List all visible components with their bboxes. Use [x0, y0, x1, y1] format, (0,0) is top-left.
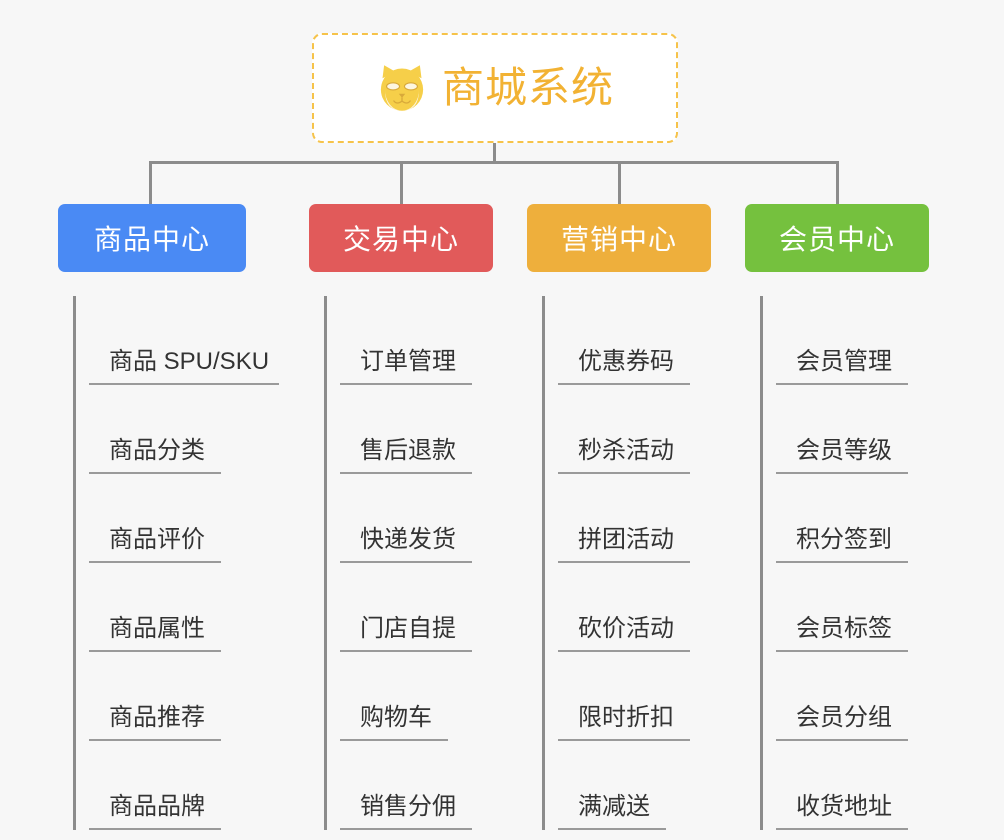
root-title: 商城系统 — [441, 64, 614, 111]
root-node[interactable]: 商城系统 — [312, 33, 678, 143]
leaf-list-market: 优惠券码 秒杀活动 拼团活动 砍价活动 限时折扣 满减送 — [542, 296, 711, 830]
branch-header-member[interactable]: 会员中心 — [745, 204, 929, 272]
leaf-item[interactable]: 会员分组 — [776, 652, 929, 741]
leaf-item[interactable]: 秒杀活动 — [558, 385, 711, 474]
leaf-label: 优惠券码 — [558, 348, 690, 385]
leaf-label: 积分签到 — [776, 526, 908, 563]
branch-header-trade[interactable]: 交易中心 — [309, 204, 493, 272]
leaf-list-products: 商品 SPU/SKU 商品分类 商品评价 商品属性 商品推荐 商品品牌 — [73, 296, 280, 830]
connector-drop-member — [836, 161, 839, 206]
leaf-item[interactable]: 会员标签 — [776, 563, 929, 652]
branch-header-label: 商品中心 — [93, 224, 210, 255]
leaf-list-trade: 订单管理 售后退款 快递发货 门店自提 购物车 销售分佣 — [324, 296, 493, 830]
leaf-item[interactable]: 限时折扣 — [558, 652, 711, 741]
leaf-item[interactable]: 快递发货 — [340, 474, 493, 563]
branch-header-label: 会员中心 — [778, 224, 895, 255]
leaf-label: 商品品牌 — [89, 793, 221, 830]
leaf-list-member: 会员管理 会员等级 积分签到 会员标签 会员分组 收货地址 — [760, 296, 929, 830]
leaf-label: 砍价活动 — [558, 615, 690, 652]
leaf-label: 秒杀活动 — [558, 437, 690, 474]
leaf-label: 快递发货 — [340, 526, 472, 563]
leaf-label: 商品分类 — [89, 437, 221, 474]
leaf-item[interactable]: 商品分类 — [89, 385, 246, 474]
leaf-item[interactable]: 商品 SPU/SKU — [89, 296, 280, 385]
branch-header-label: 交易中心 — [342, 224, 459, 255]
leaf-label: 售后退款 — [340, 437, 472, 474]
branch-column-member: 会员中心 会员管理 会员等级 积分签到 会员标签 会员分组 收货地址 — [745, 204, 929, 830]
leaf-item[interactable]: 售后退款 — [340, 385, 493, 474]
leaf-item[interactable]: 购物车 — [340, 652, 493, 741]
leaf-item[interactable]: 会员管理 — [776, 296, 929, 385]
branch-column-trade: 交易中心 订单管理 售后退款 快递发货 门店自提 购物车 销售分佣 — [309, 204, 493, 830]
leaf-item[interactable]: 订单管理 — [340, 296, 493, 385]
leaf-item[interactable]: 拼团活动 — [558, 474, 711, 563]
leaf-item[interactable]: 满减送 — [558, 741, 711, 830]
leaf-item[interactable]: 门店自提 — [340, 563, 493, 652]
leaf-item[interactable]: 商品品牌 — [89, 741, 246, 830]
connector-root-stem — [493, 143, 496, 163]
branch-header-label: 营销中心 — [560, 224, 677, 255]
leaf-label: 商品 SPU/SKU — [89, 348, 280, 385]
connector-drop-market — [618, 161, 621, 206]
branch-header-products[interactable]: 商品中心 — [58, 204, 246, 272]
leaf-label: 门店自提 — [340, 615, 472, 652]
leaf-label: 会员管理 — [776, 348, 908, 385]
leaf-label: 限时折扣 — [558, 704, 690, 741]
leaf-item[interactable]: 砍价活动 — [558, 563, 711, 652]
leaf-label: 满减送 — [558, 793, 666, 830]
leaf-label: 会员分组 — [776, 704, 908, 741]
leaf-label: 收货地址 — [776, 793, 908, 830]
leaf-label: 会员等级 — [776, 437, 908, 474]
branch-column-market: 营销中心 优惠券码 秒杀活动 拼团活动 砍价活动 限时折扣 满减送 — [527, 204, 711, 830]
leaf-item[interactable]: 销售分佣 — [340, 741, 493, 830]
connector-drop-trade — [400, 161, 403, 206]
branch-column-products: 商品中心 商品 SPU/SKU 商品分类 商品评价 商品属性 商品推荐 商品品牌 — [58, 204, 280, 830]
leaf-label: 销售分佣 — [340, 793, 472, 830]
connector-horizontal-bus — [149, 161, 839, 164]
branch-header-market[interactable]: 营销中心 — [527, 204, 711, 272]
leaf-item[interactable]: 优惠券码 — [558, 296, 711, 385]
leaf-label: 会员标签 — [776, 615, 908, 652]
leaf-item[interactable]: 商品评价 — [89, 474, 246, 563]
leaf-item[interactable]: 收货地址 — [776, 741, 929, 830]
leaf-item[interactable]: 商品属性 — [89, 563, 246, 652]
connector-drop-products — [149, 161, 152, 206]
leaf-label: 商品评价 — [89, 526, 221, 563]
leaf-item[interactable]: 积分签到 — [776, 474, 929, 563]
leaf-item[interactable]: 会员等级 — [776, 385, 929, 474]
leaf-item[interactable]: 商品推荐 — [89, 652, 246, 741]
leaf-label: 商品属性 — [89, 615, 221, 652]
leaf-label: 订单管理 — [340, 348, 472, 385]
dog-face-icon — [380, 65, 424, 111]
leaf-label: 拼团活动 — [558, 526, 690, 563]
leaf-label: 商品推荐 — [89, 704, 221, 741]
leaf-label: 购物车 — [340, 704, 448, 741]
